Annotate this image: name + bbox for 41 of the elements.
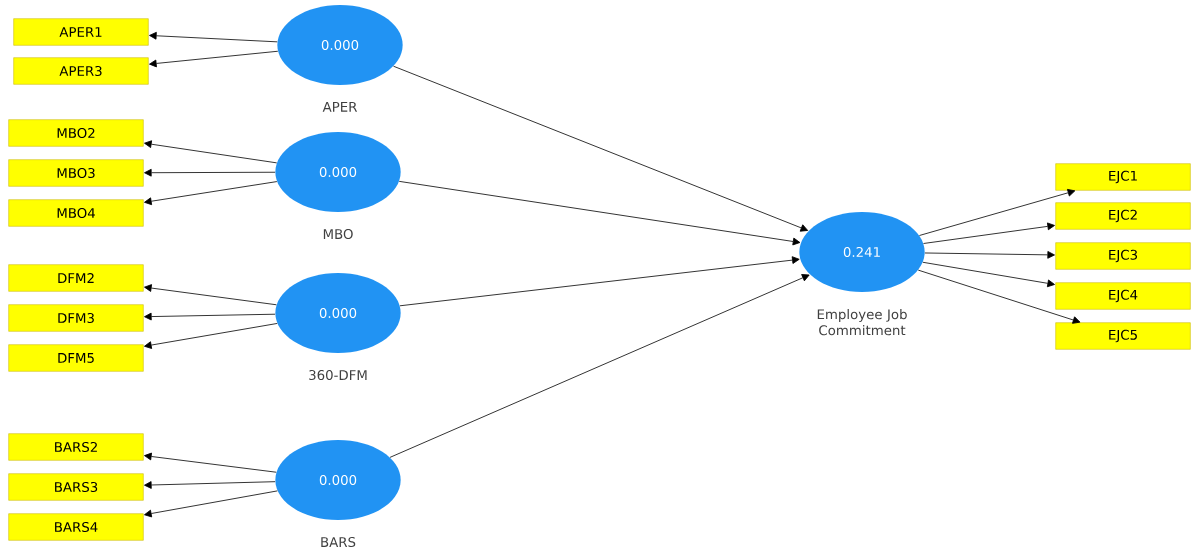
- indicator-box: EJC3: [1055, 242, 1191, 270]
- arrow: [149, 50, 279, 68]
- arrow: [919, 189, 1076, 236]
- arrow: [144, 490, 278, 518]
- indicator-box: BARS4: [8, 513, 144, 541]
- construct-label: Employee Job Commitment: [817, 308, 907, 336]
- arrow: [149, 31, 278, 43]
- indicator-box: DFM3: [8, 304, 144, 332]
- arrow: [399, 256, 800, 307]
- arrow: [144, 481, 276, 489]
- arrow: [144, 312, 276, 321]
- arrow: [922, 261, 1055, 288]
- indicator-box: APER1: [13, 18, 149, 46]
- indicator-box: EJC1: [1055, 163, 1191, 191]
- arrow: [144, 168, 276, 177]
- arrow: [144, 323, 278, 349]
- arrow: [393, 65, 809, 232]
- arrow: [144, 181, 278, 206]
- indicator-box: MBO4: [8, 199, 144, 227]
- arrow: [144, 140, 278, 164]
- construct-label: APER: [322, 102, 358, 112]
- indicator-box: DFM2: [8, 264, 144, 292]
- indicator-box: BARS2: [8, 433, 144, 461]
- indicator-box: MBO2: [8, 119, 144, 147]
- indicator-box: EJC4: [1055, 282, 1191, 310]
- arrow: [924, 251, 1055, 259]
- indicator-box: BARS3: [8, 473, 144, 501]
- arrow: [398, 180, 801, 246]
- indicator-box: EJC2: [1055, 202, 1191, 230]
- indicator-box: MBO3: [8, 159, 144, 187]
- indicator-box: APER3: [13, 57, 149, 85]
- arrow: [144, 284, 277, 306]
- arrow: [389, 274, 810, 458]
- indicator-box: DFM5: [8, 344, 144, 372]
- construct-label: 360-DFM: [309, 369, 367, 381]
- arrow: [923, 222, 1055, 244]
- arrow: [144, 452, 277, 473]
- indicator-box: EJC5: [1055, 322, 1191, 350]
- construct-label: MBO: [323, 228, 353, 240]
- arrow: [917, 269, 1081, 324]
- construct-label: BARS: [321, 536, 356, 548]
